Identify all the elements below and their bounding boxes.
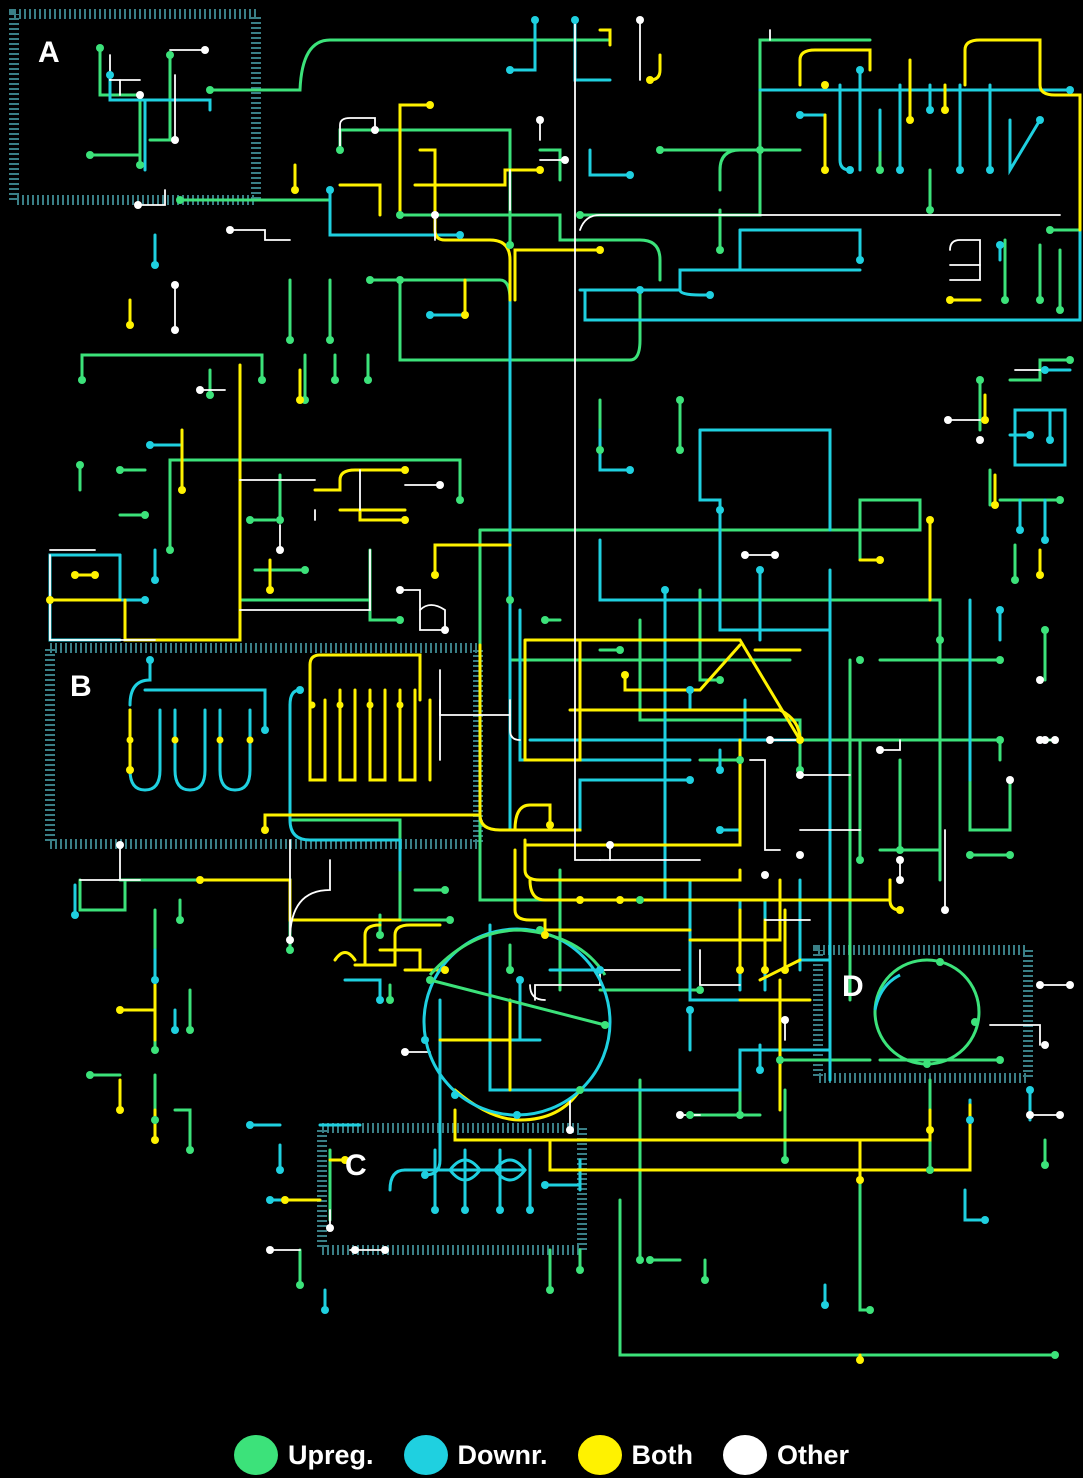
cycle-rings (422, 927, 981, 1117)
central-cycle-chord (429, 978, 606, 1027)
region-d-frame (813, 945, 1033, 1083)
nodes-other (116, 16, 1074, 1254)
region-frames (9, 9, 1033, 1255)
legend-swatch-downregulated (403, 1435, 448, 1475)
legend-swatch-upregulated (233, 1435, 278, 1475)
legend-item-both: Both (577, 1435, 693, 1475)
legend: Upreg. Downr. Both Other (0, 1432, 1083, 1478)
legend-label-downregulated: Downr. (457, 1439, 548, 1470)
nodes-both (46, 76, 1044, 1364)
nodes-upregulated (76, 44, 1074, 1359)
legend-label-both: Both (631, 1439, 693, 1470)
legend-item-downregulated: Downr. (403, 1435, 548, 1475)
legend-swatch-other (723, 1435, 767, 1475)
nodes-downregulated (71, 16, 1074, 1314)
legend-item-upregulated: Upreg. (233, 1435, 374, 1475)
region-label-c: C (345, 1149, 367, 1182)
region-a-frame (9, 9, 261, 205)
legend-label-upregulated: Upreg. (287, 1439, 374, 1470)
legend-label-other: Other (777, 1439, 850, 1470)
region-b-frame (45, 643, 483, 849)
region-label-a: A (38, 36, 60, 69)
region-d-cycle-ring (873, 958, 981, 1066)
legend-item-other: Other (723, 1435, 849, 1475)
region-label-d: D (842, 970, 864, 1003)
legend-swatch-both (577, 1435, 622, 1475)
region-label-b: B (70, 670, 92, 703)
edges-both (48, 28, 1082, 1362)
region-d-cycle-chord (873, 973, 901, 1011)
region-c-frame (317, 1123, 587, 1255)
central-cycle-arc (428, 928, 607, 976)
edges-downregulated (48, 18, 1082, 1312)
